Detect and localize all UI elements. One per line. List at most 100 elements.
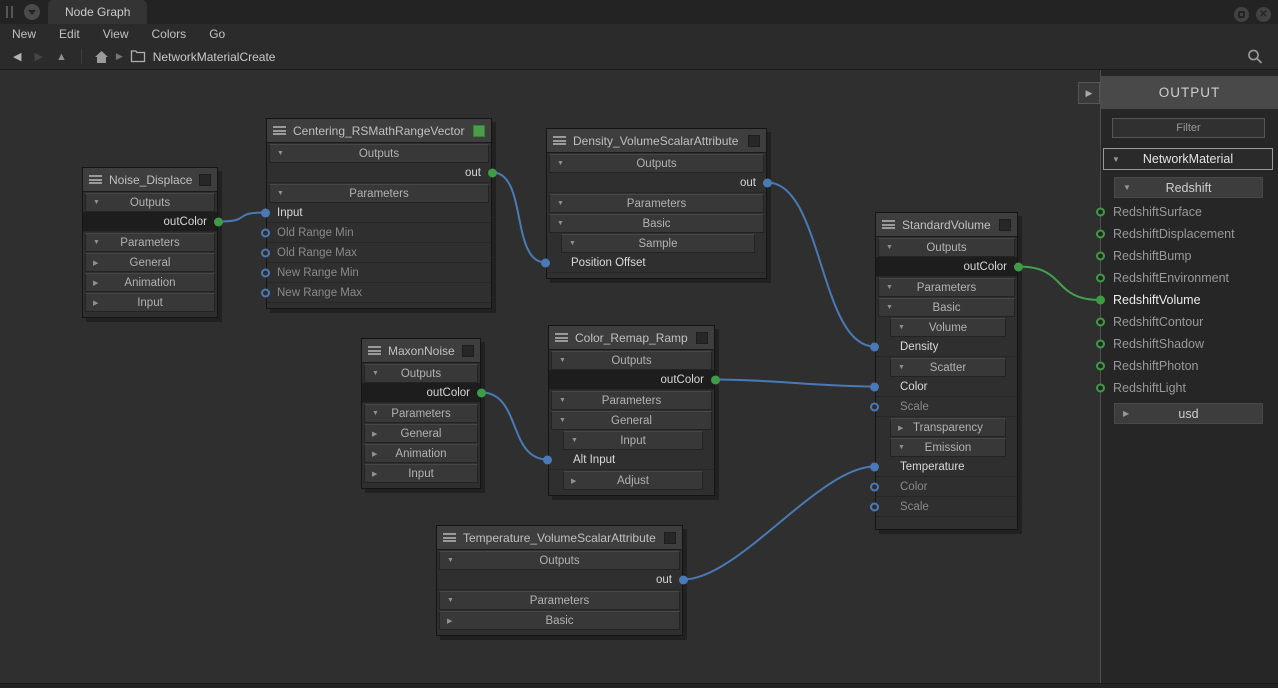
chevron-down-icon[interactable]: ▼ bbox=[898, 444, 905, 451]
menu-colors[interactable]: Colors bbox=[152, 27, 187, 41]
chevron-down-icon[interactable]: ▼ bbox=[559, 417, 566, 424]
terminal-port[interactable] bbox=[1096, 252, 1105, 261]
section-parameters[interactable]: ▼Parameters bbox=[878, 278, 1015, 297]
section-general[interactable]: ▶General bbox=[85, 253, 215, 272]
section-parameters[interactable]: ▼Parameters bbox=[364, 404, 478, 423]
home-icon[interactable] bbox=[94, 50, 109, 64]
chevron-down-icon[interactable]: ▼ bbox=[571, 437, 578, 444]
chevron-down-icon[interactable]: ▼ bbox=[898, 364, 905, 371]
section-volume[interactable]: ▼Volume bbox=[890, 318, 1006, 337]
terminal-port[interactable] bbox=[1096, 230, 1105, 239]
section-animation[interactable]: ▶Animation bbox=[364, 444, 478, 463]
output-port[interactable] bbox=[488, 168, 497, 177]
node-enable-badge[interactable] bbox=[199, 174, 211, 186]
hamburger-icon[interactable] bbox=[368, 346, 381, 355]
section-input[interactable]: ▼Input bbox=[563, 431, 703, 450]
section-basic[interactable]: ▼Basic bbox=[549, 214, 764, 233]
section-general[interactable]: ▼General bbox=[551, 411, 712, 430]
input-port[interactable] bbox=[870, 482, 879, 491]
chevron-down-icon[interactable]: ▼ bbox=[277, 150, 284, 157]
node-graph-canvas[interactable]: Noise_Displace▼OutputsoutColor▼Parameter… bbox=[0, 70, 1278, 683]
chevron-down-icon[interactable]: ▼ bbox=[372, 410, 379, 417]
terminal-port[interactable] bbox=[1096, 340, 1105, 349]
section-basic[interactable]: ▼Basic bbox=[878, 298, 1015, 317]
section-general[interactable]: ▶General bbox=[364, 424, 478, 443]
chevron-down-icon[interactable]: ▼ bbox=[277, 190, 284, 197]
section-outputs[interactable]: ▼Outputs bbox=[551, 351, 712, 370]
chevron-down-icon[interactable]: ▼ bbox=[559, 397, 566, 404]
chevron-down-icon[interactable]: ▼ bbox=[93, 199, 100, 206]
output-port[interactable] bbox=[1014, 262, 1023, 271]
chevron-down-icon[interactable]: ▼ bbox=[559, 357, 566, 364]
section-parameters[interactable]: ▼Parameters bbox=[551, 391, 712, 410]
redshift-group-header[interactable]: ▼ Redshift bbox=[1114, 177, 1263, 198]
node-standard_volume[interactable]: StandardVolume▼OutputsoutColor▼Parameter… bbox=[875, 212, 1018, 530]
chevron-down-icon[interactable]: ▼ bbox=[898, 324, 905, 331]
node-density[interactable]: Density_VolumeScalarAttribute▼Outputsout… bbox=[546, 128, 767, 279]
section-parameters[interactable]: ▼Parameters bbox=[549, 194, 764, 213]
chevron-down-icon[interactable]: ▼ bbox=[93, 239, 100, 246]
chevron-right-icon[interactable]: ▶ bbox=[93, 259, 98, 267]
input-port[interactable] bbox=[261, 248, 270, 257]
terminal-port[interactable] bbox=[1096, 384, 1105, 393]
terminal-port[interactable] bbox=[1096, 362, 1105, 371]
node-header[interactable]: Noise_Displace bbox=[83, 168, 217, 192]
chevron-right-icon[interactable]: ▶ bbox=[372, 430, 377, 438]
chevron-down-icon[interactable]: ▼ bbox=[447, 597, 454, 604]
node-enable-badge[interactable] bbox=[748, 135, 760, 147]
output-item-redshiftsurface[interactable]: RedshiftSurface bbox=[1101, 201, 1278, 223]
section-parameters[interactable]: ▼Parameters bbox=[439, 591, 680, 610]
tab-node-graph[interactable]: Node Graph bbox=[48, 0, 147, 24]
up-button[interactable]: ▲ bbox=[56, 51, 67, 63]
hamburger-icon[interactable] bbox=[882, 220, 895, 229]
section-animation[interactable]: ▶Animation bbox=[85, 273, 215, 292]
network-material-header[interactable]: ▼ NetworkMaterial bbox=[1103, 148, 1273, 170]
node-header[interactable]: Color_Remap_Ramp bbox=[549, 326, 714, 350]
output-item-redshiftenvironment[interactable]: RedshiftEnvironment bbox=[1101, 267, 1278, 289]
node-enable-badge[interactable] bbox=[696, 332, 708, 344]
input-port[interactable] bbox=[261, 208, 270, 217]
node-enable-badge[interactable] bbox=[664, 532, 676, 544]
terminal-port[interactable] bbox=[1096, 318, 1105, 327]
output-item-redshiftphoton[interactable]: RedshiftPhoton bbox=[1101, 355, 1278, 377]
output-item-redshiftbump[interactable]: RedshiftBump bbox=[1101, 245, 1278, 267]
menu-edit[interactable]: Edit bbox=[59, 27, 80, 41]
input-port[interactable] bbox=[541, 258, 550, 267]
node-header[interactable]: Centering_RSMathRangeVector bbox=[267, 119, 491, 143]
input-port[interactable] bbox=[261, 268, 270, 277]
node-color_remap[interactable]: Color_Remap_Ramp▼OutputsoutColor▼Paramet… bbox=[548, 325, 715, 496]
chevron-down-icon[interactable]: ▼ bbox=[886, 284, 893, 291]
node-maxon_noise[interactable]: MaxonNoise▼OutputsoutColor▼Parameters▶Ge… bbox=[361, 338, 481, 489]
pane-menu-button[interactable] bbox=[24, 4, 40, 20]
input-port[interactable] bbox=[870, 382, 879, 391]
chevron-down-icon[interactable]: ▼ bbox=[886, 244, 893, 251]
section-sample[interactable]: ▼Sample bbox=[561, 234, 755, 253]
chevron-down-icon[interactable]: ▼ bbox=[447, 557, 454, 564]
chevron-right-icon[interactable]: ▶ bbox=[372, 470, 377, 478]
section-outputs[interactable]: ▼Outputs bbox=[439, 551, 680, 570]
node-enable-badge[interactable] bbox=[462, 345, 474, 357]
section-outputs[interactable]: ▼Outputs bbox=[364, 364, 478, 383]
chevron-right-icon[interactable]: ▶ bbox=[447, 617, 452, 625]
node-centering[interactable]: Centering_RSMathRangeVector▼Outputsout▼P… bbox=[266, 118, 492, 309]
back-button[interactable]: ◀ bbox=[13, 50, 21, 63]
node-enable-badge[interactable] bbox=[999, 219, 1011, 231]
menu-go[interactable]: Go bbox=[209, 27, 225, 41]
usd-group-header[interactable]: ▶ usd bbox=[1114, 403, 1263, 424]
input-port[interactable] bbox=[870, 342, 879, 351]
chevron-down-icon[interactable]: ▼ bbox=[557, 160, 564, 167]
output-port[interactable] bbox=[477, 388, 486, 397]
output-item-redshiftlight[interactable]: RedshiftLight bbox=[1101, 377, 1278, 399]
section-scatter[interactable]: ▼Scatter bbox=[890, 358, 1006, 377]
output-item-redshiftvolume[interactable]: RedshiftVolume bbox=[1101, 289, 1278, 311]
terminal-port[interactable] bbox=[1096, 274, 1105, 283]
terminal-port[interactable] bbox=[1096, 296, 1105, 305]
menu-new[interactable]: New bbox=[12, 27, 36, 41]
section-input[interactable]: ▶Input bbox=[364, 464, 478, 483]
float-pane-button[interactable] bbox=[1234, 7, 1249, 22]
input-port[interactable] bbox=[870, 502, 879, 511]
hamburger-icon[interactable] bbox=[443, 533, 456, 542]
node-noise_displace[interactable]: Noise_Displace▼OutputsoutColor▼Parameter… bbox=[82, 167, 218, 318]
node-header[interactable]: MaxonNoise bbox=[362, 339, 480, 363]
terminal-port[interactable] bbox=[1096, 208, 1105, 217]
